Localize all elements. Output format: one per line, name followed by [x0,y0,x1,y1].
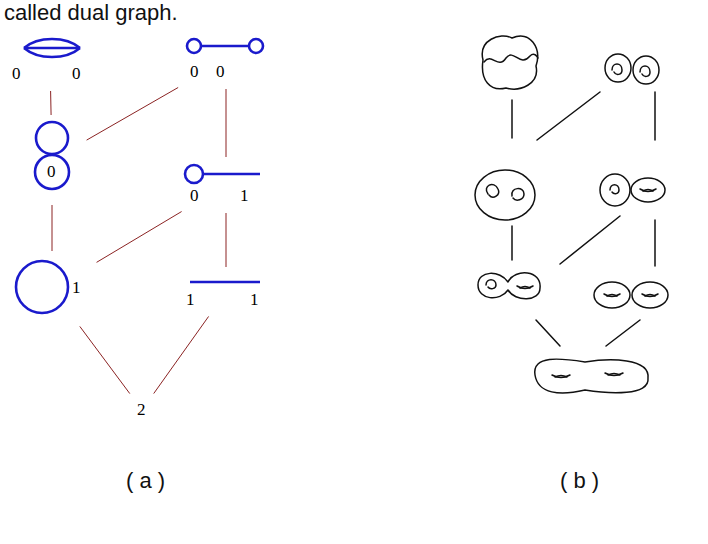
genus-number: 0 [47,162,56,182]
dual-graph: 00 [8,34,92,88]
genus-number: 2 [137,400,146,420]
degeneration-line [226,89,227,157]
dual-graph: 0 [20,118,84,202]
degeneration-line [80,326,130,393]
degeneration-line [50,91,51,115]
genus-number: 1 [240,186,249,206]
genus-number: 1 [72,278,81,298]
degeneration-line [52,205,53,251]
genus-wrap: 1 [186,290,195,310]
genus-wrap: 0 [190,62,199,82]
genus-wrap: 0 [12,64,21,84]
dual-graph: 2 [128,396,156,424]
graph-figure [20,118,84,202]
genus-wrap: 1 [72,278,81,298]
graph-figure [10,254,94,324]
genus-wrap: 2 [137,400,146,420]
panel-label: ( a ) [126,468,165,494]
degeneration-line [87,87,179,140]
genus-wrap: 1 [250,290,259,310]
genus-wrap: 1 [240,186,249,206]
panel-label: ( b ) [560,468,599,494]
genus-wrap: 0 [47,162,56,182]
genus-number: 0 [72,64,81,84]
dual-graph: 11 [180,270,272,314]
genus-number: 0 [216,62,225,82]
degeneration-line [226,213,227,267]
dual-graph: 00 [180,34,272,86]
genus-number: 1 [186,290,195,310]
genus-wrap: 0 [190,186,199,206]
genus-wrap: 0 [72,64,81,84]
genus-number: 0 [190,62,199,82]
caption-fragment: called dual graph. [4,0,178,26]
genus-number: 1 [250,290,259,310]
degeneration-line [154,316,209,393]
genus-number: 0 [12,64,21,84]
genus-wrap: 0 [216,62,225,82]
genus-number: 0 [190,186,199,206]
degeneration-line [97,212,182,263]
dual-graph: 01 [180,160,272,210]
dual-graph: 1 [10,254,94,324]
